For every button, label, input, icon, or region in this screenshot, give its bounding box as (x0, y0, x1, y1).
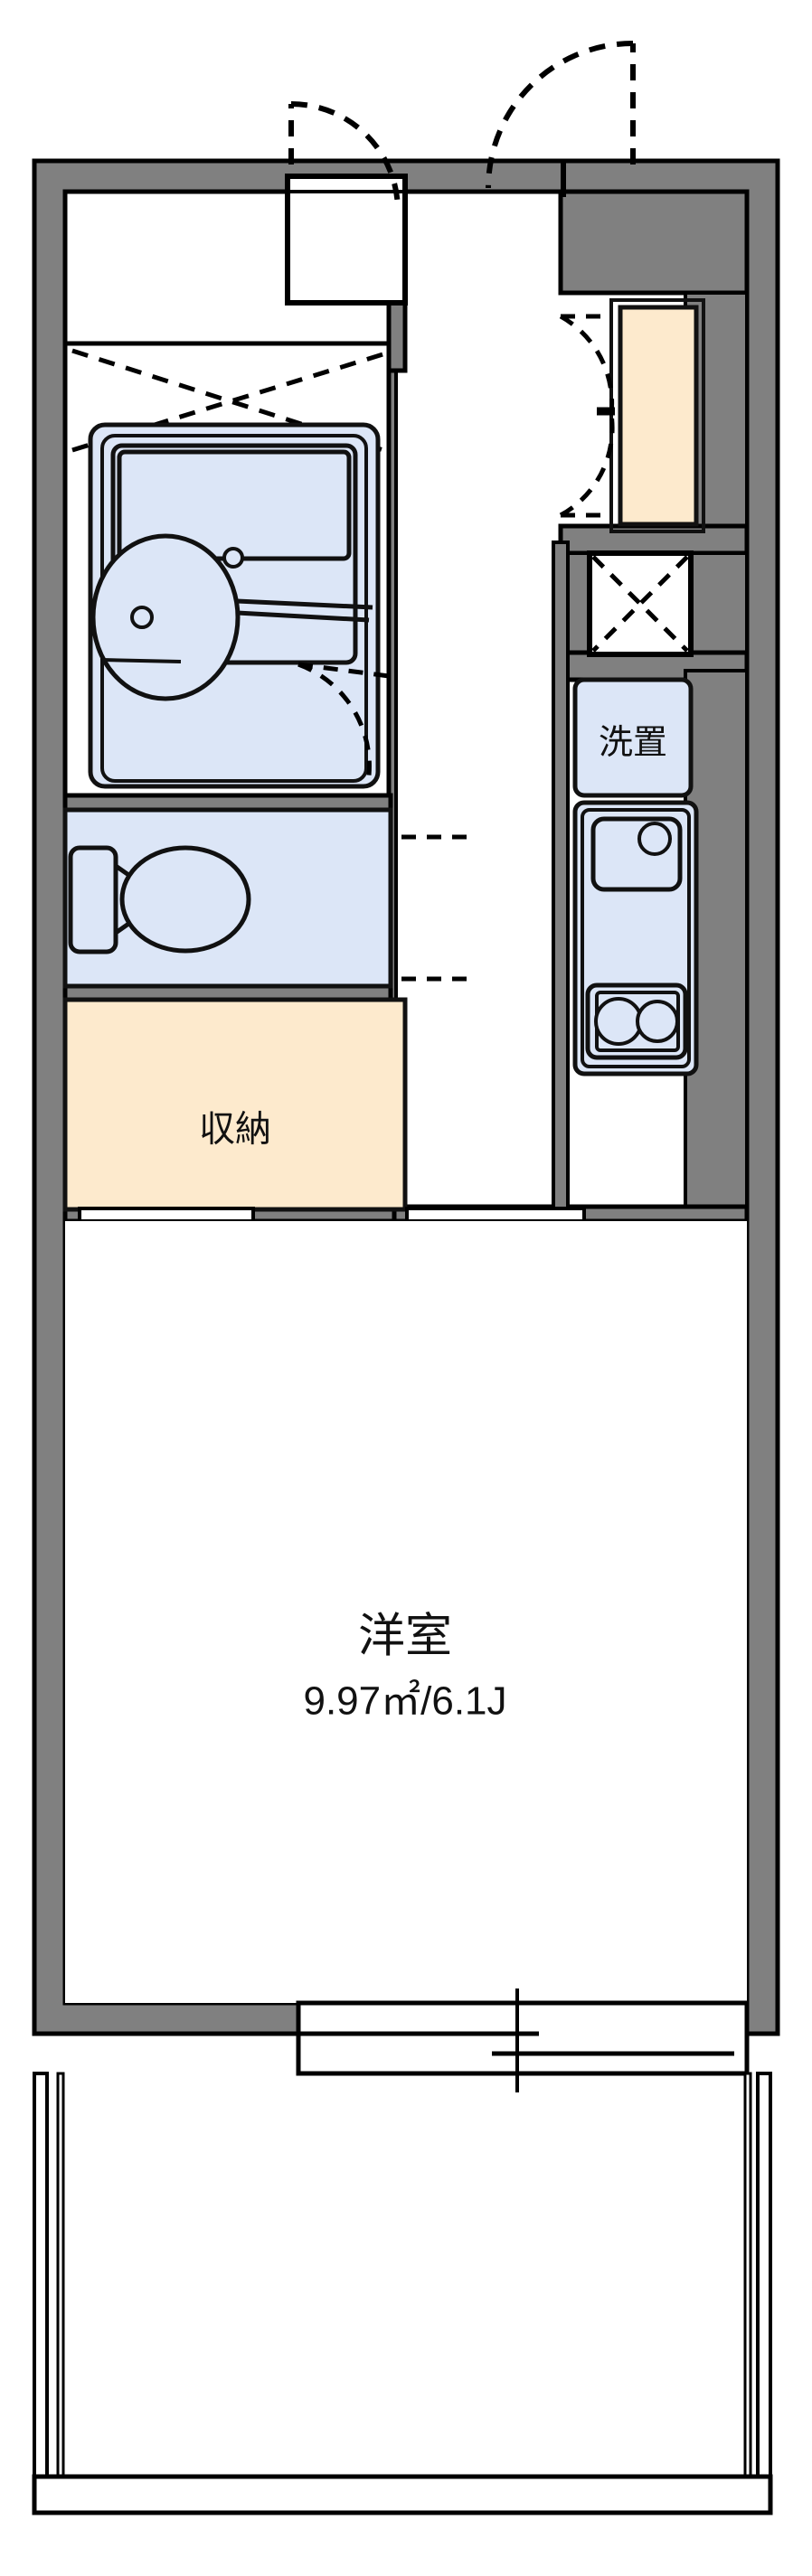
shoe-cabinet (609, 298, 705, 533)
hall-door-swing (486, 41, 636, 189)
gas-stove (585, 982, 688, 1060)
main-room: 洋室 9.97㎡/6.1J (65, 1221, 747, 2003)
unit-bath-room (62, 341, 392, 798)
unit-bath-basin (90, 533, 241, 701)
toilet (68, 845, 251, 954)
main-room-label: 洋室 (358, 1611, 452, 1663)
entry-window (285, 174, 408, 306)
balcony (32, 2072, 773, 2515)
washer-space-label: 洗置 (599, 724, 667, 762)
balcony-window (296, 1988, 750, 2092)
entrance-door-swing (288, 101, 401, 212)
shoe-cabinet-door-swing (559, 314, 615, 518)
washer-space: 洗置 (572, 677, 694, 798)
kitchen-sink (590, 816, 683, 892)
storage-label: 収納 (199, 1110, 271, 1150)
kitchen-counter (572, 800, 699, 1076)
entry-area (285, 161, 566, 306)
toilet-room (62, 807, 393, 989)
kitchen-window (587, 550, 694, 657)
main-room-area-label: 9.97㎡/6.1J (303, 1679, 506, 1724)
bath-door-swing (297, 662, 390, 776)
toilet-door-swing (401, 834, 470, 982)
storage-closet: 収納 (62, 997, 408, 1212)
unit-bath-tub (88, 422, 381, 789)
